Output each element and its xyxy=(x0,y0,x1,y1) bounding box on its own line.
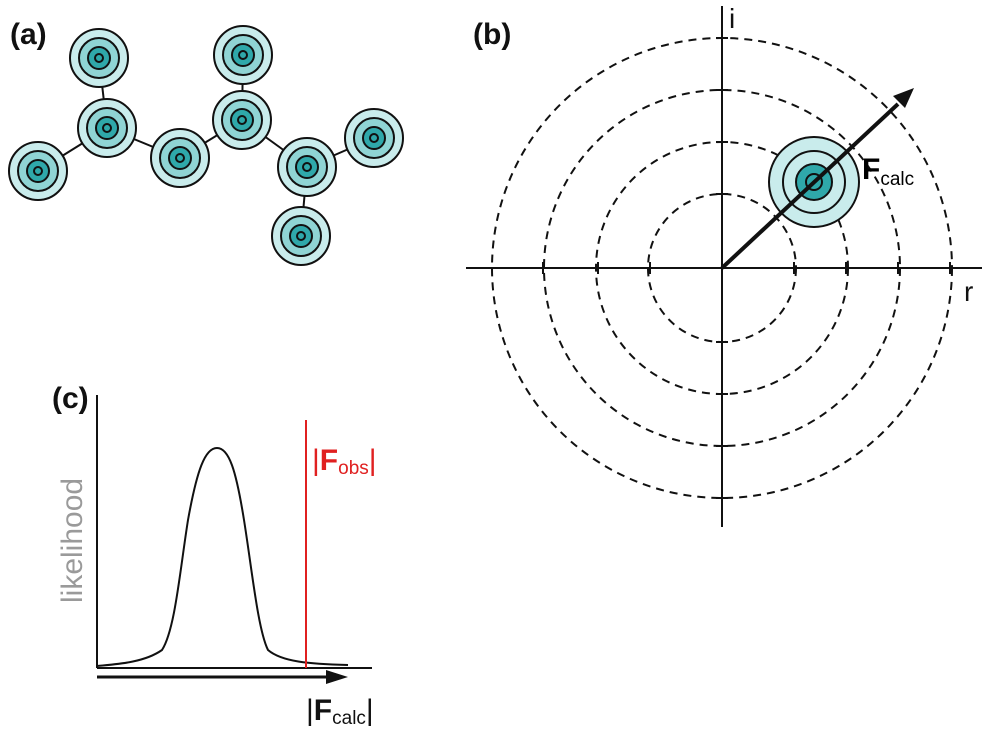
xlabel-bar-right: | xyxy=(366,694,374,727)
imaginary-axis-label: i xyxy=(729,3,735,34)
complex-plane: i r Fcalc xyxy=(466,3,982,527)
obs-bar-right: | xyxy=(369,444,377,477)
xlabel-subscript: calc xyxy=(332,708,366,729)
atom-node xyxy=(69,28,129,88)
atom-ring-4 xyxy=(296,231,306,241)
fcalc-arrowhead xyxy=(893,88,914,108)
atom-node xyxy=(344,108,404,168)
atom-nodes xyxy=(8,25,404,266)
atom-ring-4 xyxy=(369,133,379,143)
atom-node xyxy=(77,98,137,158)
atom-ring-4 xyxy=(302,162,312,172)
fcalc-f: F xyxy=(862,153,880,186)
likelihood-plot: |Fobs| likelihood |Fcalc| xyxy=(56,395,377,729)
x-axis-label: |Fcalc| xyxy=(306,694,374,729)
real-axis-label: r xyxy=(964,276,973,307)
atom-ring-4 xyxy=(238,50,248,60)
fcalc-vector xyxy=(720,102,900,270)
atom-ring-4 xyxy=(102,123,112,133)
obs-subscript: obs xyxy=(338,458,369,479)
likelihood-curve xyxy=(96,446,349,667)
atom-node xyxy=(213,25,273,85)
fcalc-vector-label: Fcalc xyxy=(862,153,914,190)
xlabel-f: F xyxy=(314,694,332,727)
obs-label: |Fobs| xyxy=(312,444,377,479)
obs-bar-left: | xyxy=(312,444,320,477)
atom-ring-4 xyxy=(94,53,104,63)
fcalc-subscript: calc xyxy=(880,169,914,190)
atom-ring-4 xyxy=(237,115,247,125)
y-axis-label: likelihood xyxy=(56,478,89,603)
atom-ring-4 xyxy=(33,166,43,176)
atom-node xyxy=(277,137,337,197)
atom-node xyxy=(212,90,272,150)
obs-f: F xyxy=(320,444,338,477)
atom-node xyxy=(8,141,68,201)
atom-ring-4 xyxy=(175,153,185,163)
panel-c-label: (c) xyxy=(52,382,89,415)
axis-ticks xyxy=(542,37,951,499)
atom-node xyxy=(150,128,210,188)
panel-b-label: (b) xyxy=(473,18,511,51)
x-arrow-head xyxy=(326,670,348,684)
panel-a-label: (a) xyxy=(10,18,47,51)
atom-node xyxy=(271,206,331,266)
xlabel-bar-left: | xyxy=(306,694,314,727)
